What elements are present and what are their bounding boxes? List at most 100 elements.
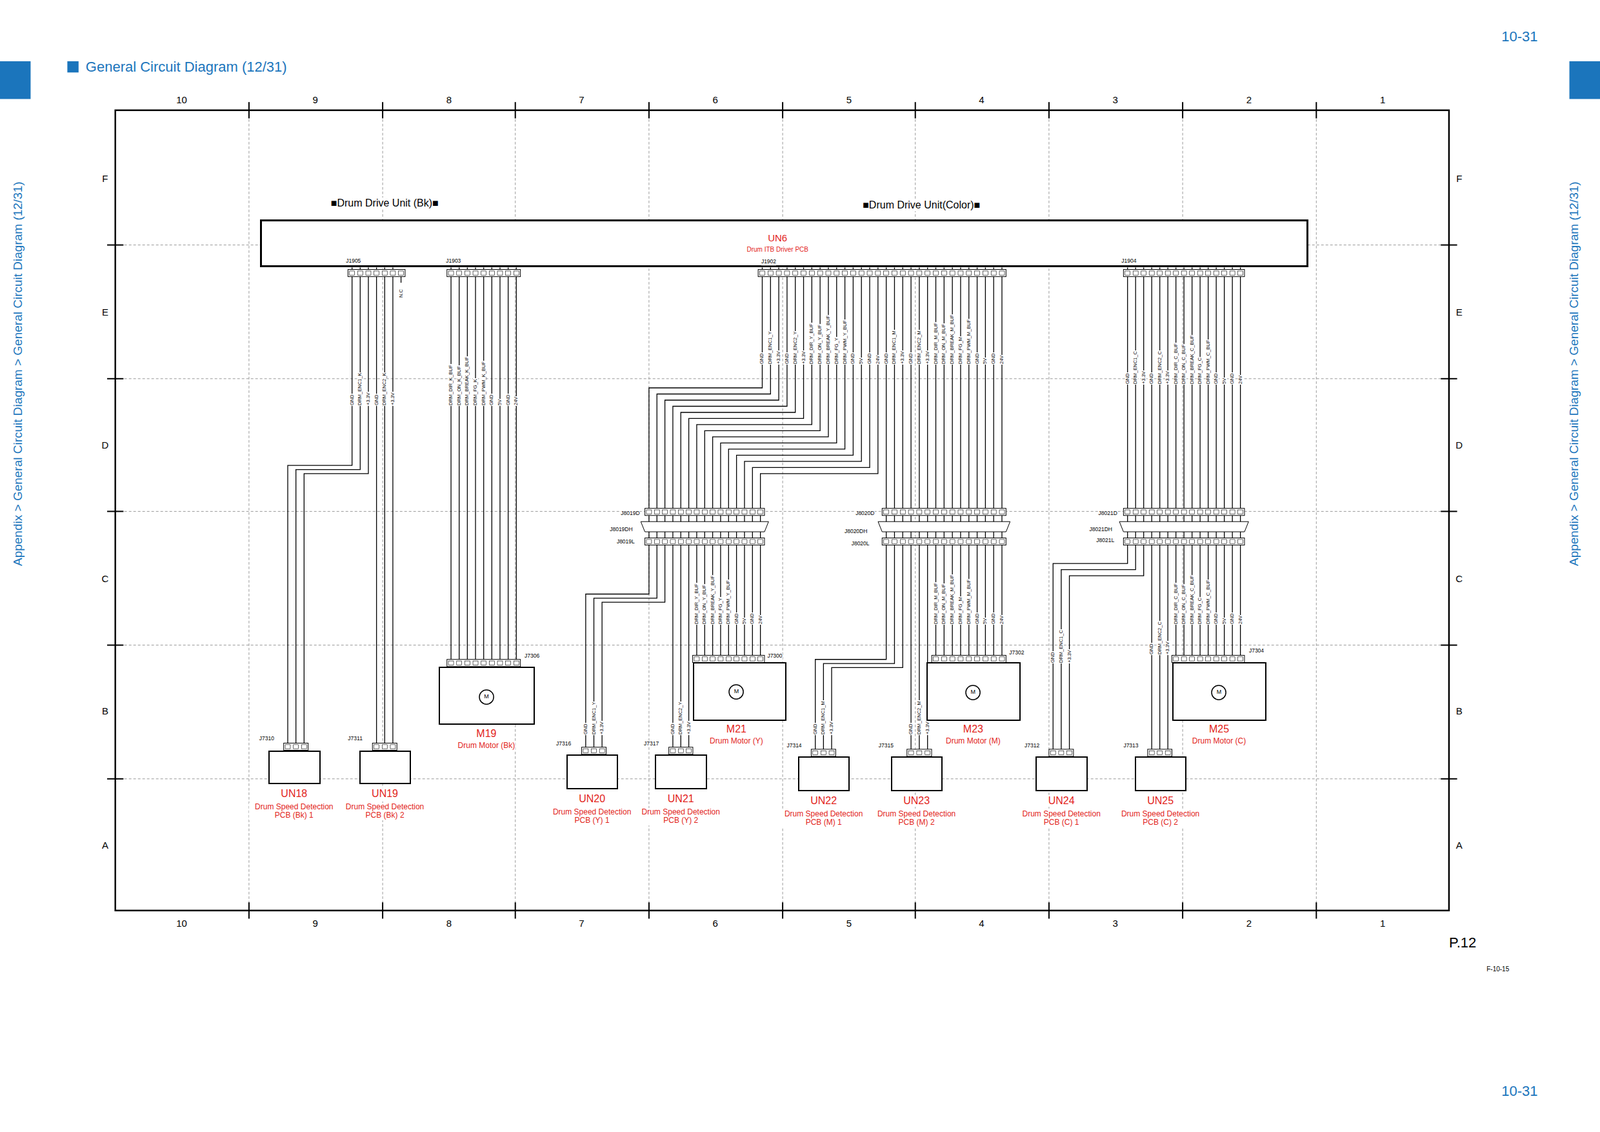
pcb-connector-pin [349,270,355,275]
grid-index: E [101,307,109,319]
relay-connector-pin [1221,539,1228,544]
signal-name: GND [850,352,856,365]
device-connector-pin [1189,656,1195,661]
device-connector [1147,749,1173,757]
nc-stub [400,276,402,283]
wire-harness [936,267,1002,662]
device-connector-pin [1229,656,1235,661]
grid-index: 5 [846,94,852,106]
relay-connector-pin [892,509,898,514]
grid-index: 9 [312,918,319,930]
grid-index: F [1456,173,1462,185]
wire-harness [287,267,369,750]
device-connector-pin [1221,656,1228,661]
signal-name: DRM_ON_M_BUF [941,323,947,365]
grid-index: 2 [1246,918,1252,930]
relay-connector-pin [982,539,988,544]
relay-connector-pin [1189,509,1195,514]
device-connector-pin [1067,750,1073,755]
relay-connector-pin [741,539,748,544]
signal-name: +3.3V [1066,649,1072,664]
device-connector-pin [925,750,931,755]
pcb-connector-pin [850,270,856,275]
pcb-connector-pin [505,270,511,275]
relay-connector-pin [749,539,755,544]
device-connector [372,742,397,750]
pcb-connector-pin [941,270,947,275]
signal-name: GND [908,722,914,735]
signal-name: DRM_DIR_Y_BUF [809,322,815,365]
connector-id: J8019L [616,538,635,545]
signal-name: GND [1050,650,1056,664]
grid-index: 3 [1112,94,1119,106]
relay-connector-pin [933,539,939,544]
grid-index: 6 [712,94,719,106]
device-connector-pin [933,656,939,661]
part-name: UN25 [1147,794,1174,807]
signal-name: GND [867,352,873,365]
signal-name: DRM_BREAK_Y_BUF [709,574,715,625]
relay-connector-pin [670,539,676,544]
part-description: Drum Speed Detection PCB (Y) 2 [635,807,726,825]
signal-name: DRM_DIR_K_BUF [448,364,454,407]
relay-housing [878,521,1011,532]
signal-name: GND [974,352,980,365]
grid-index: C [101,573,109,585]
part-name: UN21 [667,792,695,805]
relay-connector-pin [718,509,724,514]
frame [115,110,1450,911]
device-connector-pin [694,656,700,661]
relay-connector-pin [1132,509,1139,514]
pcb-connector-pin [1205,270,1211,275]
signal-name: 24V [875,354,881,364]
pcb-connector-pin [1181,270,1187,275]
signal-name: GND [812,722,819,735]
connector-id: J8019D [620,510,640,517]
pcb-connector-pin [760,270,766,275]
motor-symbol-circle [1211,685,1226,700]
device-connector-pin [374,744,380,749]
pcb-connector-pin [1238,270,1244,275]
connector-id: J7316 [556,740,571,747]
grid-index: B [1456,705,1463,717]
signal-name: 5V [741,617,748,625]
wire-harness [1176,267,1241,662]
signal-name: DRM_ON_C_BUF [1181,343,1187,385]
device-connector-pin [974,656,980,661]
pcb-connector-pin [999,270,1005,275]
pcb-connector-pin [1173,270,1179,275]
relay-connector-pin [1205,539,1211,544]
signal-name: GND [505,394,511,407]
device-connector-pin [481,660,487,665]
grid-line [115,510,1450,512]
relay-connector-pin [678,539,684,544]
signal-name: DRM_DIR_M_BUF [932,581,939,625]
signal-name: DRM_PWM_C_BUF [1205,579,1211,625]
relay-connector-pin [900,509,906,514]
grid-line [115,378,1450,379]
motor-symbol-circle [965,685,980,700]
connector-id: J7317 [643,740,659,747]
signal-name: DRM_BREAK_C_BUF [1189,574,1195,625]
pcb-connector-pin [858,270,864,275]
signal-name: DRM_PWM_M_BUF [966,578,972,625]
relay-connector-pin [925,539,931,544]
device-connector-pin [749,656,755,661]
device-connector-pin [701,656,708,661]
relay-connector-pin [662,539,668,544]
connector-id: J7300 [767,652,782,659]
device-connector-pin [758,656,764,661]
pcb-connector-pin [825,270,831,275]
grid-index: 8 [446,918,452,930]
device-connector-pin [718,656,724,661]
relay-connector-pin [646,509,652,514]
part-description: Drum Speed Detection PCB (Y) 1 [547,807,638,825]
relay-connector [1123,508,1245,516]
part-name: UN24 [1048,794,1075,807]
relay-connector-pin [949,539,955,544]
device-connector [907,749,932,757]
pcb-connector-pin [925,270,931,275]
device-connector-pin [966,656,972,661]
grid-line [248,110,250,911]
relay-connector-pin [974,539,980,544]
